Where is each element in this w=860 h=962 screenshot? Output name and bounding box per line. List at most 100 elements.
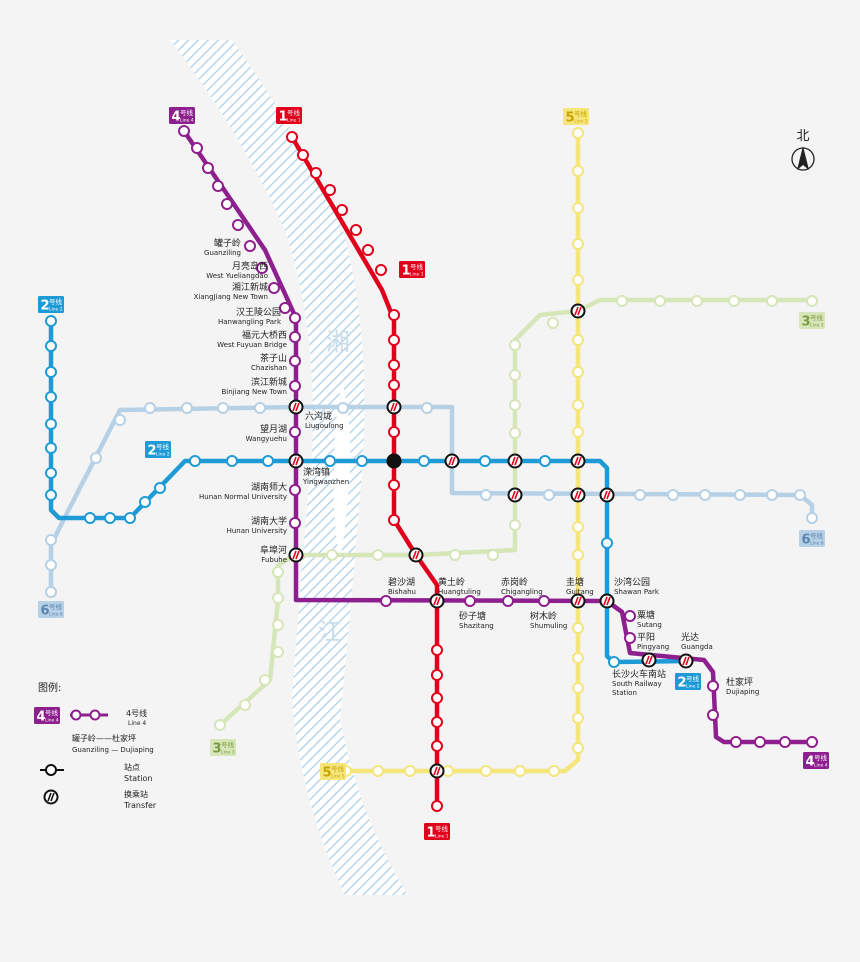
svg-text:Pingyang: Pingyang: [637, 643, 669, 651]
station-dot: [45, 586, 57, 598]
station-dot: [806, 512, 818, 524]
label-guangda: 光达: [681, 631, 699, 643]
station-dot: [514, 765, 526, 777]
transfer-station-icon: [507, 487, 523, 503]
station-dot: [691, 295, 703, 307]
label-pingyang: 平阳: [637, 632, 655, 643]
transfer-station-icon: [599, 593, 615, 609]
label-hunan-normal-university: 湖南师大: [251, 481, 287, 493]
svg-text:Yingwanzhen: Yingwanzhen: [302, 478, 349, 486]
badge-en: Line 3: [221, 750, 235, 756]
station-dot: [178, 125, 190, 137]
station-dot: [730, 736, 742, 748]
badge-number: 6: [41, 604, 50, 619]
station-dot: [154, 482, 166, 494]
station-dot: [144, 402, 156, 414]
station-dot: [45, 340, 57, 352]
transfer-station-icon: [570, 453, 586, 469]
station-dot: [336, 204, 348, 216]
station-symbol-icon: [40, 764, 64, 776]
label-shumuling: 树木岭: [530, 610, 557, 622]
station-dot: [538, 595, 550, 607]
station-dot: [124, 512, 136, 524]
badge-number: 1: [427, 826, 436, 841]
station-dot: [547, 317, 559, 329]
station-dot: [337, 402, 349, 414]
station-dot: [431, 716, 443, 728]
station-dot: [502, 595, 514, 607]
badge-cn: 号线: [221, 740, 235, 749]
station-dot: [480, 765, 492, 777]
svg-text:Shawan Park: Shawan Park: [614, 588, 660, 596]
station-dot: [388, 359, 400, 371]
badge-cn: 号线: [331, 764, 345, 773]
station-dot: [509, 369, 521, 381]
station-dot: [45, 418, 57, 430]
badge-cn: 号线: [49, 602, 63, 611]
station-dot: [479, 455, 491, 467]
svg-text:West Yueliangdao: West Yueliangdao: [206, 272, 268, 280]
label-xiangjiang-new-town: 湘江新城: [232, 281, 268, 293]
station-dot: [728, 295, 740, 307]
station-dot: [191, 142, 203, 154]
station-markers: [45, 125, 818, 812]
metro-lines: [48, 128, 815, 809]
station-dot: [572, 622, 584, 634]
station-dot: [232, 219, 244, 231]
transfer-station-icon: [408, 547, 424, 563]
transfer-station-icon: [288, 399, 304, 415]
badge-cn: 号线: [814, 753, 828, 762]
station-dot: [217, 402, 229, 414]
label-west-yueliangdao: 月亮岛西: [232, 260, 268, 272]
legend-station-cn: 站点: [124, 762, 140, 772]
station-dot: [84, 512, 96, 524]
station-dot: [779, 736, 791, 748]
transfer-station-icon: [641, 652, 657, 668]
station-dot: [272, 619, 284, 631]
station-dot: [254, 402, 266, 414]
station-dot: [388, 514, 400, 526]
label-shazitang: 砂子塘: [459, 610, 486, 622]
label-hunan-university: 湖南大学: [251, 515, 287, 527]
badge-en: Line 6: [49, 612, 63, 618]
transfer-station-icon: [429, 763, 445, 779]
badge-cn: 号线: [180, 108, 194, 117]
label-bishahu: 碧沙湖: [388, 576, 415, 588]
station-dot: [372, 765, 384, 777]
badge-cn: 号线: [810, 313, 824, 322]
station-dot: [480, 489, 492, 501]
river-char-2: 江: [318, 618, 342, 646]
station-dot: [572, 521, 584, 533]
station-dot: [289, 331, 301, 343]
label-south-railway-station: 长沙火车南站: [612, 668, 666, 680]
station-dot: [272, 646, 284, 658]
transfer-station-icon: [570, 593, 586, 609]
station-dot: [572, 426, 584, 438]
station-dot: [326, 549, 338, 561]
svg-text:Liugoulong: Liugoulong: [305, 422, 344, 430]
badge-number: 5: [566, 111, 575, 126]
station-dot: [268, 282, 280, 294]
station-dot: [297, 149, 309, 161]
badge-cn: 号线: [45, 708, 59, 717]
badge-en: Line 4: [45, 718, 59, 724]
station-dot: [509, 339, 521, 351]
station-dot: [487, 549, 499, 561]
station-dot: [45, 315, 57, 327]
svg-text:Hunan Normal University: Hunan Normal University: [199, 493, 287, 501]
station-dot: [279, 302, 291, 314]
station-dot: [90, 452, 102, 464]
station-dot: [324, 184, 336, 196]
badge-number: 5: [323, 766, 332, 781]
hub-station-icon: [386, 453, 402, 469]
station-dot: [624, 632, 636, 644]
north-label: 北: [796, 129, 809, 144]
badge-en: Line 4: [180, 118, 194, 124]
station-dot: [572, 334, 584, 346]
station-dot: [572, 549, 584, 561]
